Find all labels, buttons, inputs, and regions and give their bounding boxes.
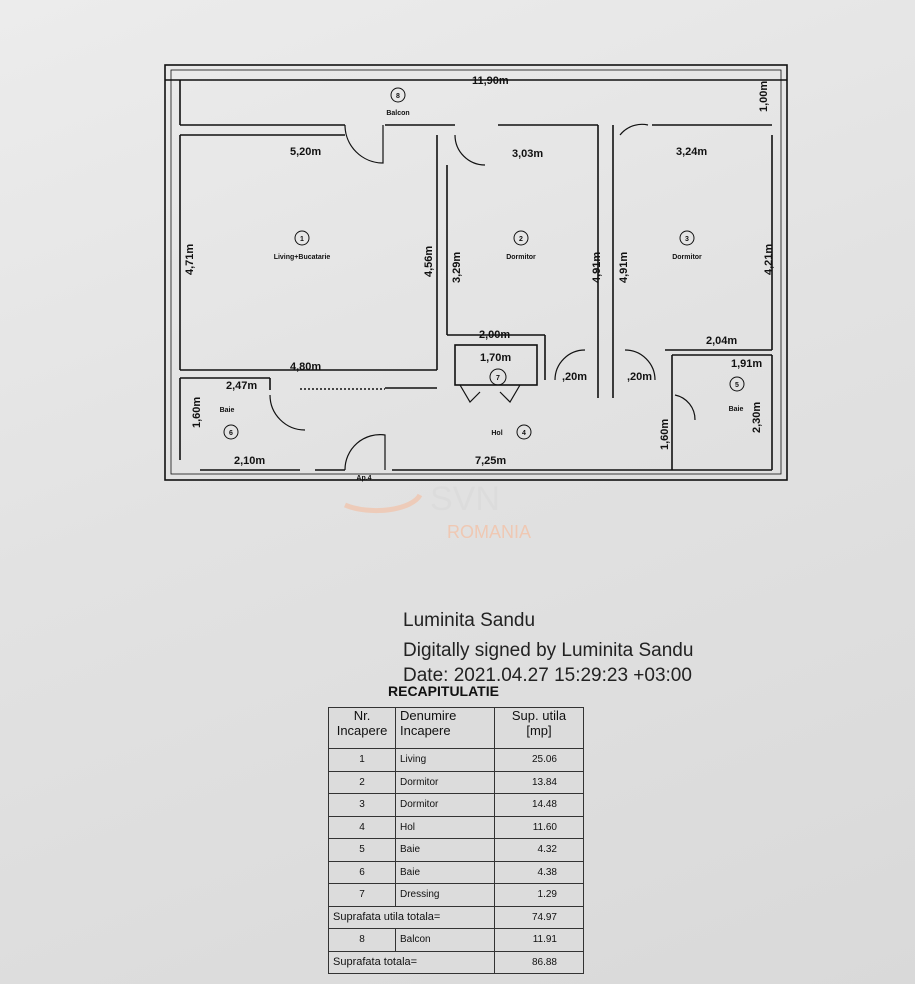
dim-dorm3-right: 4,21m — [763, 244, 775, 275]
svg-text:6: 6 — [229, 430, 233, 437]
row-name: Baie — [395, 860, 495, 884]
dim-dressing-width: 1,70m — [480, 352, 511, 364]
header-nr: Nr. Incapere — [328, 707, 396, 749]
doors — [269, 123, 696, 471]
row-number: 7 — [328, 883, 396, 907]
signature-date: Date: 2021.04.27 15:29:23 +03:00 — [403, 665, 692, 686]
area-summary-table: Nr. Incapere Denumire Incapere Sup. util… — [328, 707, 584, 974]
dim-living-width: 5,20m — [290, 146, 321, 158]
dim-bath6-width-top: 2,47m — [226, 380, 257, 392]
floor-plan: 11,90m 1,00m 5,20m 3,03m 3,24m 4,71m 4,5… — [164, 64, 788, 542]
walls — [164, 64, 788, 481]
row-name: Dormitor — [395, 770, 495, 794]
dim-dorm2-right: 4,91m — [591, 252, 603, 283]
dim-balcony-depth: 1,00m — [758, 81, 770, 112]
dim-door-a: ,20m — [562, 371, 587, 383]
row-number: 3 — [328, 793, 396, 817]
dim-dorm2-left: 3,29m — [451, 252, 463, 283]
svg-text:Dormitor: Dormitor — [672, 254, 702, 261]
svg-text:Baie: Baie — [729, 406, 744, 413]
row-number: 4 — [328, 815, 396, 839]
row-number: 2 — [328, 770, 396, 794]
summary-title: RECAPITULATIE — [388, 683, 499, 699]
svg-text:3: 3 — [685, 236, 689, 243]
dim-bath6-height: 1,60m — [191, 397, 203, 428]
svg-text:Balcon: Balcon — [386, 110, 409, 117]
room-7: 7 — [489, 368, 507, 386]
dim-bath5-height: 2,30m — [751, 402, 763, 433]
svg-text:SVN: SVN — [430, 480, 500, 518]
row-area: 11.60 — [494, 815, 584, 839]
total-row: Suprafata totala=86.88 — [328, 950, 584, 974]
signer-name: Luminita Sandu — [403, 610, 536, 631]
row-area: 25.06 — [494, 748, 584, 772]
subtotal-row: Suprafata utila totala=74.97 — [328, 905, 584, 929]
row-name: Hol — [395, 815, 495, 839]
dim-hall-right: 1,60m — [659, 419, 671, 450]
row-number: 1 — [328, 748, 396, 772]
dim-bath5-width: 1,91m — [731, 358, 762, 370]
row-area: 13.84 — [494, 770, 584, 794]
row-area: 4.32 — [494, 838, 584, 862]
svg-text:5: 5 — [735, 382, 739, 389]
dim-dorm3-left: 4,91m — [618, 252, 630, 283]
svg-text:2: 2 — [519, 236, 523, 243]
row-area: 4.38 — [494, 860, 584, 884]
dim-living-right: 4,56m — [423, 246, 435, 277]
svg-text:Dormitor: Dormitor — [506, 254, 536, 261]
dim-door-b: ,20m — [627, 371, 652, 383]
dim-dorm3-bottom: 2,04m — [706, 335, 737, 347]
digital-signature-text: Digitally signed by Luminita Sandu — [403, 640, 694, 661]
svg-text:1: 1 — [300, 236, 304, 243]
dimension-labels: 11,90m 1,00m 5,20m 3,03m 3,24m 4,71m 4,5… — [184, 75, 775, 467]
room-4: 4 Hol — [491, 424, 532, 440]
svg-text:Hol: Hol — [491, 430, 502, 437]
svg-text:7: 7 — [496, 375, 500, 382]
dim-dorm2-bottom: 2,00m — [479, 329, 510, 341]
header-name: Denumire Incapere — [395, 707, 495, 749]
header-area: Sup. utila [mp] — [494, 707, 584, 749]
row-name: Dormitor — [395, 793, 495, 817]
apartment-label: Ap.4 — [356, 475, 371, 482]
svg-text:4: 4 — [522, 430, 526, 437]
dim-hall-length: 7,25m — [475, 455, 506, 467]
row-name: Dressing — [395, 883, 495, 907]
table-header: Nr. Incapere Denumire Incapere Sup. util… — [328, 707, 584, 749]
dim-living-bottom: 4,80m — [290, 361, 321, 373]
dim-living-left: 4,71m — [184, 244, 196, 275]
row-number: 5 — [328, 838, 396, 862]
watermark: SVN ROMANIA — [344, 480, 531, 542]
dim-dorm3-width: 3,24m — [676, 146, 707, 158]
svg-text:Baie: Baie — [220, 407, 235, 414]
dim-bath6-width-bottom: 2,10m — [234, 455, 265, 467]
watermark-logo-icon — [344, 493, 423, 514]
dim-dorm2-width: 3,03m — [512, 148, 543, 160]
dim-overall-width: 11,90m — [472, 75, 509, 87]
row-name: Baie — [395, 838, 495, 862]
svg-text:Living+Bucatarie: Living+Bucatarie — [274, 254, 331, 261]
room-6: 6 Baie — [220, 407, 239, 440]
row-name: Living — [395, 748, 495, 772]
row-number: 6 — [328, 860, 396, 884]
row-area: 14.48 — [494, 793, 584, 817]
svg-text:8: 8 — [396, 93, 400, 100]
row-area: 1.29 — [494, 883, 584, 907]
svg-text:ROMANIA: ROMANIA — [447, 522, 531, 542]
